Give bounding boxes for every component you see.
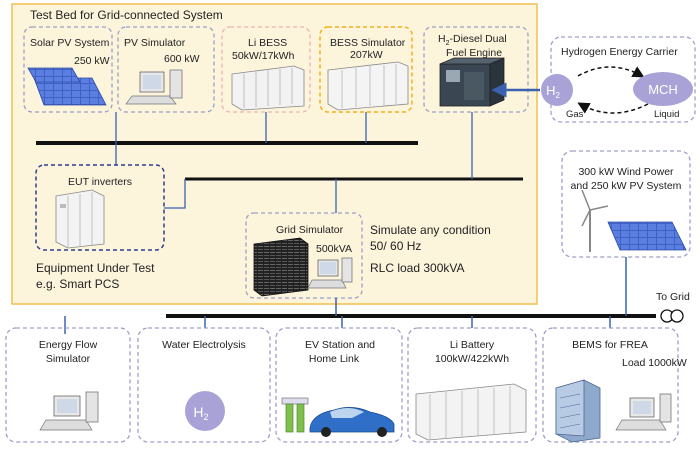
- grid-sim-power: 500kVA: [316, 243, 352, 255]
- battery-cabinet-icon: [231, 65, 305, 111]
- engine-icon: [439, 57, 505, 107]
- pv-simulator: PV Simulator 600 kW: [117, 26, 215, 113]
- bems-frea: BEMS for FREA Load 1000kW: [542, 327, 687, 443]
- pv-sim-name: PV Simulator: [124, 37, 186, 49]
- gas-label: Gas: [566, 109, 584, 120]
- engine-line2: Fuel Engine: [446, 47, 502, 59]
- grid-sim-name: Grid Simulator: [276, 224, 344, 236]
- grid-cabinet-icon: [253, 237, 309, 297]
- water-line-1: Water Electrolysis: [162, 339, 246, 351]
- computer-icon: [39, 391, 99, 431]
- simulate-notes: Simulate any condition 50/ 60 Hz RLC loa…: [370, 223, 491, 275]
- solar-pv-power: 250 kW: [74, 55, 110, 67]
- liquid-label: Liquid: [654, 109, 679, 120]
- transformer-icon: [660, 309, 684, 323]
- bess-sim-power: 207kW: [350, 49, 383, 61]
- computer-icon: [125, 69, 183, 105]
- li-batt-line-2: 100kW/422kWh: [435, 353, 509, 365]
- cycle-arrow-bottom: [577, 102, 649, 114]
- bess-sim-name: BESS Simulator: [330, 37, 406, 49]
- ev-line-1: EV Station and: [305, 339, 375, 351]
- testbed-title: Test Bed for Grid-connected System: [30, 8, 223, 22]
- solar-panel-icon: [27, 67, 107, 106]
- h2-bubble: [185, 391, 225, 431]
- h2-label: H2: [546, 83, 560, 100]
- li-batt-line-1: Li Battery: [450, 339, 495, 351]
- li-battery: Li Battery 100kW/422kWh: [407, 327, 537, 443]
- water-electrolysis: Water Electrolysis H2: [137, 327, 271, 443]
- h2-bubble: H2: [541, 74, 573, 106]
- simulate-line-1: Simulate any condition: [370, 223, 491, 237]
- ev-car-icon: [309, 407, 395, 437]
- main-bus-connectors: [64, 257, 627, 334]
- eut-title: EUT inverters: [68, 176, 132, 188]
- solar-pv-system: Solar PV System 250 kW: [23, 26, 113, 113]
- water-h2-label: H2: [193, 404, 208, 422]
- computer-icon: [307, 257, 353, 289]
- bems-line-1: BEMS for FREA: [572, 339, 648, 351]
- cycle-arrow-top: [577, 66, 645, 78]
- efs-line-1: Energy Flow: [39, 339, 98, 351]
- testbed-connectors: [115, 112, 473, 213]
- hydrogen-carrier-title: Hydrogen Energy Carrier: [561, 46, 678, 58]
- energy-flow-simulator: Energy Flow Simulator: [5, 327, 131, 443]
- li-bess-line2: 50kW/17kWh: [232, 50, 295, 62]
- wind-line-1: 300 kW Wind Power: [578, 166, 674, 178]
- bess-simulator: BESS Simulator 207kW: [319, 26, 413, 113]
- wind-line-2: and 250 kW PV System: [571, 180, 682, 192]
- eut-caption-1: Equipment Under Test: [36, 261, 155, 275]
- pv-sim-power: 600 kW: [164, 53, 200, 65]
- building-icon: [555, 379, 601, 443]
- eut-inverters: EUT inverters Equipment Under Test e.g. …: [35, 164, 165, 291]
- computer-icon: [615, 393, 672, 431]
- solar-panel-icon: [607, 221, 687, 251]
- li-bess-line1: Li BESS: [248, 37, 287, 49]
- wind-pv-system: 300 kW Wind Power and 250 kW PV System: [561, 150, 691, 258]
- mch-label: MCH: [648, 82, 678, 97]
- wind-turbine-icon: [581, 189, 609, 252]
- engine-line1: H2-Diesel Dual: [438, 33, 507, 47]
- ev-station: EV Station and Home Link: [275, 327, 403, 443]
- efs-line-2: Simulator: [46, 353, 91, 365]
- grid-simulator: Grid Simulator 500kVA: [245, 212, 363, 299]
- charging-station-icon: [281, 397, 309, 433]
- li-bess: Li BESS 50kW/17kWh: [221, 26, 311, 113]
- solar-pv-name: Solar PV System: [30, 37, 110, 49]
- bess-cabinet-icon: [327, 61, 409, 111]
- mch-bubble: MCH: [633, 72, 693, 106]
- eut-caption-2: e.g. Smart PCS: [36, 277, 119, 291]
- battery-cabinet-icon: [415, 383, 527, 441]
- ev-line-2: Home Link: [309, 353, 360, 365]
- inverter-cabinet-icon: [55, 189, 105, 249]
- to-grid-label: To Grid: [656, 291, 690, 303]
- bems-line-2: Load 1000kW: [622, 357, 687, 369]
- simulate-line-2: 50/ 60 Hz: [370, 239, 421, 253]
- simulate-line-3: RLC load 300kVA: [370, 261, 465, 275]
